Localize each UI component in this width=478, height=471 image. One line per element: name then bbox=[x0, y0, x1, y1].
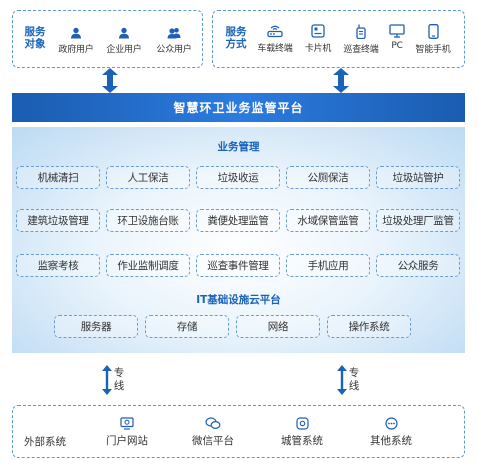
city-system-icon bbox=[295, 417, 309, 430]
service-method-label: 巡查终端 bbox=[343, 45, 379, 55]
service-method-label: 车载终端 bbox=[257, 44, 293, 54]
external-item-label: 微信平台 bbox=[192, 435, 234, 447]
double-arrow-icon bbox=[333, 68, 349, 93]
service-method-label: 智能手机 bbox=[415, 45, 451, 55]
business-cell: 垃圾站管护 bbox=[376, 166, 460, 189]
service-method-patrol-terminal: 巡查终端 bbox=[339, 24, 383, 55]
business-cell: 作业监制调度 bbox=[106, 254, 190, 277]
business-cell: 水域保管监管 bbox=[286, 209, 370, 232]
external-systems-title: 外部系统 bbox=[24, 436, 66, 448]
it-platform-title: IT基础设施云平台 bbox=[196, 294, 281, 306]
business-cell: 垃圾处理厂监管 bbox=[376, 209, 460, 232]
service-object-enterprise: 企业用户 bbox=[103, 27, 145, 55]
more-icon bbox=[384, 417, 398, 430]
business-cell: 公众服务 bbox=[376, 254, 460, 277]
walkie-talkie-icon bbox=[356, 24, 366, 39]
external-wechat: 微信平台 bbox=[186, 417, 240, 448]
service-object-label: 政府用户 bbox=[58, 45, 94, 55]
it-cell: 操作系统 bbox=[327, 315, 411, 338]
service-methods-box bbox=[212, 10, 465, 68]
it-cell: 网络 bbox=[236, 315, 320, 338]
it-cell: 服务器 bbox=[54, 315, 138, 338]
wechat-icon bbox=[205, 417, 221, 430]
business-cell: 人工保洁 bbox=[106, 166, 190, 189]
business-cell: 建筑垃圾管理 bbox=[16, 209, 100, 232]
business-cell: 巡查事件管理 bbox=[196, 254, 280, 277]
external-web-portal: 门户网站 bbox=[100, 417, 154, 448]
external-city-management: 城管系统 bbox=[275, 417, 329, 448]
service-method-pc: PC bbox=[385, 24, 409, 51]
it-cell: 存储 bbox=[145, 315, 229, 338]
smartphone-icon bbox=[427, 24, 439, 39]
user-icon bbox=[119, 27, 129, 39]
service-method-vehicle-terminal: 车载终端 bbox=[253, 24, 297, 54]
main-panel: 业务管理 机械清扫 人工保洁 垃圾收运 公厕保洁 垃圾站管护 建筑垃圾管理 环卫… bbox=[12, 127, 465, 353]
business-cell: 机械清扫 bbox=[16, 166, 100, 189]
business-cell: 手机应用 bbox=[286, 254, 370, 277]
business-cell: 公厕保洁 bbox=[286, 166, 370, 189]
router-icon bbox=[267, 25, 283, 38]
dedicated-line-label: 专 线 bbox=[348, 367, 360, 392]
service-method-smartphone: 智能手机 bbox=[411, 24, 455, 55]
web-portal-icon bbox=[120, 417, 134, 430]
business-cell: 环卫设施台账 bbox=[106, 209, 190, 232]
business-cell: 垃圾收运 bbox=[196, 166, 280, 189]
business-cell: 监察考核 bbox=[16, 254, 100, 277]
service-methods-title: 服务 方式 bbox=[225, 26, 247, 50]
business-cell: 粪便处理监管 bbox=[196, 209, 280, 232]
service-objects-title: 服务 对象 bbox=[24, 26, 46, 50]
external-item-label: 其他系统 bbox=[370, 435, 412, 447]
user-icon bbox=[71, 27, 81, 39]
service-method-label: 卡片机 bbox=[304, 44, 332, 54]
service-object-government: 政府用户 bbox=[55, 27, 97, 55]
service-object-label: 企业用户 bbox=[106, 45, 142, 55]
business-management-title: 业务管理 bbox=[217, 141, 260, 153]
external-other-systems: 其他系统 bbox=[364, 417, 418, 448]
monitor-icon bbox=[389, 24, 405, 38]
service-objects-box bbox=[12, 10, 203, 68]
dedicated-line-label: 专 线 bbox=[113, 367, 125, 392]
external-item-label: 门户网站 bbox=[106, 435, 148, 447]
service-object-label: 公众用户 bbox=[156, 45, 192, 55]
external-item-label: 城管系统 bbox=[281, 435, 323, 447]
dedicated-line-arrow-icon bbox=[102, 365, 112, 395]
camera-card-icon bbox=[311, 24, 325, 38]
platform-title-bar: 智慧环卫业务监管平台 bbox=[12, 93, 465, 122]
external-systems-box bbox=[12, 405, 465, 458]
double-arrow-icon bbox=[102, 68, 118, 93]
service-object-public: 公众用户 bbox=[152, 27, 196, 55]
dedicated-line-arrow-icon bbox=[337, 365, 347, 395]
users-icon bbox=[167, 28, 181, 39]
service-method-label: PC bbox=[391, 41, 403, 51]
service-method-card-camera: 卡片机 bbox=[300, 24, 336, 54]
